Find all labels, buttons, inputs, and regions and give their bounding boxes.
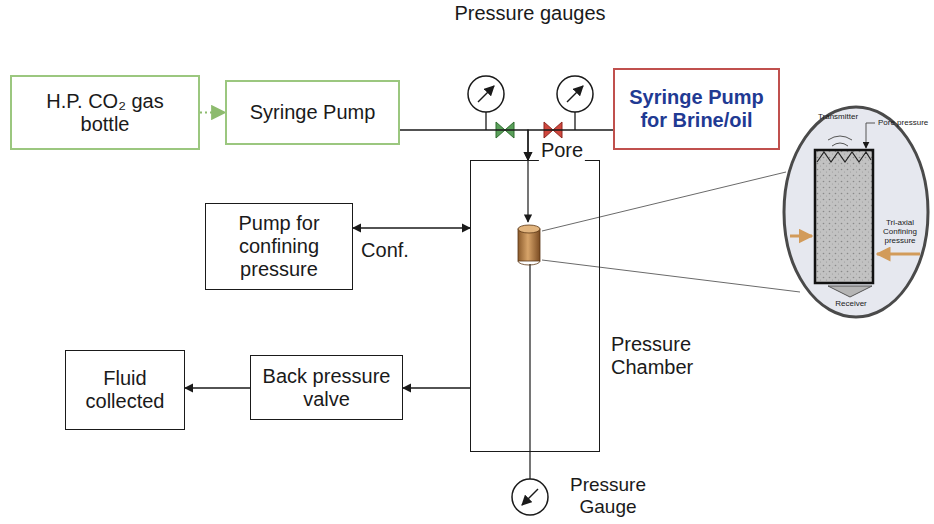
pressure-gauge <box>512 479 548 515</box>
connector <box>200 111 225 113</box>
gauge-needle <box>567 86 583 102</box>
gauge-label: Pressure Gauge <box>558 474 658 518</box>
core-sample <box>518 225 540 265</box>
transducer-zigzag <box>817 152 871 162</box>
confining-arrow <box>877 253 920 256</box>
node-text: Syringe Pump <box>250 101 376 124</box>
core-top <box>518 225 540 233</box>
zoom-line <box>542 172 786 231</box>
node-text: Back pressure valve <box>259 365 394 411</box>
gauge-dial <box>512 479 548 515</box>
node-text: Syringe Pump for Brine/oil <box>623 86 770 132</box>
pore-pressure-label: Pore pressure <box>878 118 932 127</box>
node-text: Pump for confining pressure <box>214 212 344 281</box>
connector <box>353 227 470 228</box>
edge-label: Conf. <box>359 239 411 262</box>
pore-line <box>527 161 528 222</box>
gauge-needle <box>478 86 494 102</box>
syringe-pump-box: Syringe Pump <box>225 80 400 145</box>
confining-pressure-label: Tri-axial Confining pressure <box>877 218 923 246</box>
gauge-label: Pressure gauges <box>435 2 625 25</box>
back-pressure-valve-box: Back pressure valve <box>250 355 403 420</box>
core-bottom <box>518 261 540 265</box>
connector <box>403 387 470 388</box>
transmitter-label: Transmitter <box>813 112 863 121</box>
pore-pressure-line <box>866 123 875 148</box>
brine-pump-box: Syringe Pump for Brine/oil <box>613 68 780 150</box>
inset-sample <box>815 150 873 283</box>
inset-circle <box>784 107 928 317</box>
pressure-chamber: Pressure Chamber <box>470 160 600 452</box>
gauge-stem <box>485 112 486 130</box>
zoom-line <box>542 260 800 292</box>
gauge-stem <box>574 112 575 130</box>
gauge-dial <box>557 76 593 112</box>
node-text: H.P. CO₂ gas bottle <box>20 90 190 136</box>
gas-bottle-box: H.P. CO₂ gas bottle <box>10 75 200 150</box>
connector <box>400 130 528 160</box>
receiver-symbol <box>828 286 872 297</box>
receiver-label: Receiver <box>826 299 876 308</box>
sample-inset <box>784 107 928 317</box>
node-text: Fluid collected <box>74 367 176 413</box>
core-body <box>518 229 540 261</box>
node-text: Pressure Chamber <box>611 333 711 379</box>
gauge-needle <box>522 489 538 505</box>
connector <box>185 387 250 388</box>
edge-label: Pore <box>539 139 585 162</box>
pressure-gauge <box>468 76 504 130</box>
gauge-dial <box>468 76 504 112</box>
signal-waves <box>828 136 852 146</box>
outlet-line <box>529 264 530 479</box>
confining-pump-box: Pump for confining pressure <box>205 203 353 290</box>
confining-arrow <box>790 235 812 238</box>
fluid-collected-box: Fluid collected <box>65 350 185 430</box>
